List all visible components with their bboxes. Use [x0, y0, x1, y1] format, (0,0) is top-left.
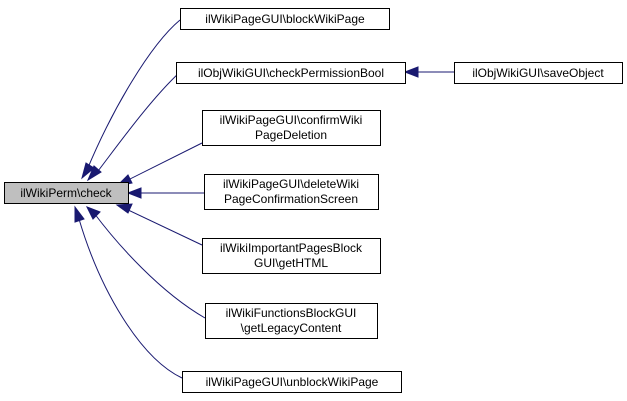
node-label-line-2: \getLegacyContent	[241, 321, 342, 335]
node-label-line-2: PageDeletion	[255, 128, 327, 142]
node-unblockwikipage[interactable]: ilWikiPageGUI\unblockWikiPage	[182, 371, 402, 393]
edge-deletewiki-arrowhead	[126, 187, 142, 199]
edge-checkpermissionbool-arrowhead	[86, 165, 102, 182]
edge-checkpermissionbool-to-check	[94, 71, 181, 176]
edge-unblockwikipage-to-check	[78, 218, 183, 379]
edge-blockwikipage-to-check	[86, 19, 181, 171]
node-label: ilWikiPageGUI\blockWikiPage	[205, 12, 365, 26]
edges	[74, 19, 454, 379]
edge-confirmwiki-to-check	[125, 142, 203, 182]
edge-importantpages-arrowhead	[115, 203, 133, 214]
node-label-line-1: ilWikiPageGUI\deleteWiki	[223, 177, 359, 191]
node-label: ilObjWikiGUI\saveObject	[472, 66, 604, 80]
node-confirmwikipagedeletion[interactable]: ilWikiPageGUI\confirmWiki PageDeletion	[202, 110, 381, 146]
node-label-line-1: ilWikiPageGUI\confirmWiki	[220, 113, 363, 127]
node-label-line-2: PageConfirmationScreen	[224, 192, 358, 206]
node-label: ilObjWikiGUI\checkPermissionBool	[198, 66, 384, 80]
edge-saveobject-arrowhead	[403, 66, 419, 78]
edge-functionsblock-to-check	[93, 212, 206, 319]
node-deletewikipageconfirmationscreen[interactable]: ilWikiPageGUI\deleteWiki PageConfirmatio…	[204, 174, 379, 210]
node-label-line-1: ilWikiFunctionsBlockGUI	[226, 306, 357, 320]
node-functionsblock-getlegacycontent[interactable]: ilWikiFunctionsBlockGUI \getLegacyConten…	[205, 303, 378, 339]
node-label: ilWikiPageGUI\unblockWikiPage	[206, 375, 379, 389]
edge-unblockwikipage-arrowhead	[74, 205, 85, 223]
node-label-line-2: GUI\getHTML	[254, 256, 328, 270]
node-ilwikiperm-check[interactable]: ilWikiPerm\check	[4, 182, 129, 204]
node-label-root: ilWikiPerm\check	[20, 186, 112, 200]
node-importantpagesblock-gethtml[interactable]: ilWikiImportantPagesBlock GUI\getHTML	[202, 238, 381, 274]
node-blockwikipage[interactable]: ilWikiPageGUI\blockWikiPage	[180, 8, 390, 30]
node-checkpermissionbool[interactable]: ilObjWikiGUI\checkPermissionBool	[176, 62, 406, 84]
edge-functionsblock-arrowhead	[85, 206, 101, 220]
node-label-line-1: ilWikiImportantPagesBlock	[220, 241, 363, 255]
node-saveobject[interactable]: ilObjWikiGUI\saveObject	[454, 62, 623, 84]
edge-importantpages-to-check	[125, 208, 203, 246]
edge-blockwikipage-arrowhead	[81, 162, 95, 180]
